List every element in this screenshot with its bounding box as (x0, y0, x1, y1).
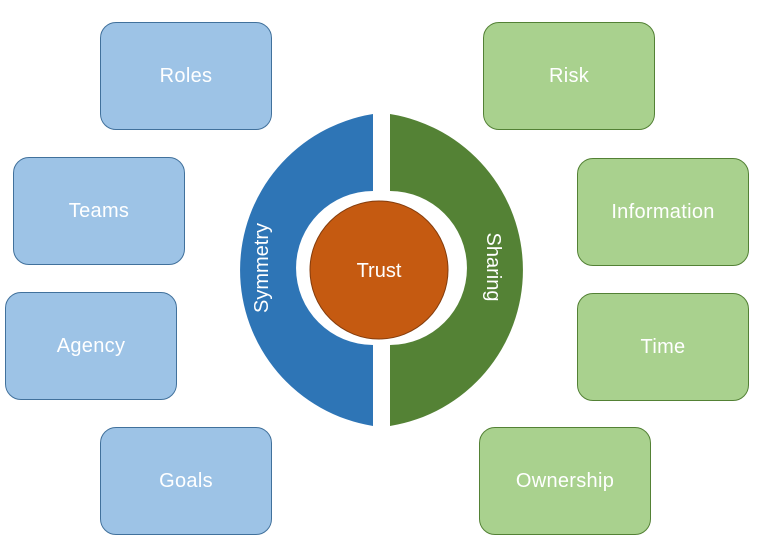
box-label: Information (611, 200, 715, 223)
trust-circle (309, 200, 449, 340)
box-label: Teams (68, 199, 130, 222)
box-ownership: Ownership (479, 427, 651, 535)
box-label: Risk (548, 64, 590, 87)
box-label: Agency (56, 334, 126, 357)
box-label: Goals (159, 469, 213, 492)
box-risk: Risk (483, 22, 655, 130)
symmetry-half-ring (240, 114, 373, 426)
trust-label: Trust (357, 260, 402, 282)
sharing-half-ring (390, 114, 523, 426)
box-agency: Agency (5, 292, 177, 400)
box-time: Time (577, 293, 749, 401)
symmetry-label: Symmetry (251, 223, 273, 313)
box-label: Ownership (515, 469, 615, 492)
box-label: Roles (159, 64, 213, 87)
sharing-label: Sharing (482, 233, 504, 302)
box-information: Information (577, 158, 749, 266)
box-teams: Teams (13, 157, 185, 265)
box-goals: Goals (100, 427, 272, 535)
box-roles: Roles (100, 22, 272, 130)
box-label: Time (640, 335, 686, 358)
